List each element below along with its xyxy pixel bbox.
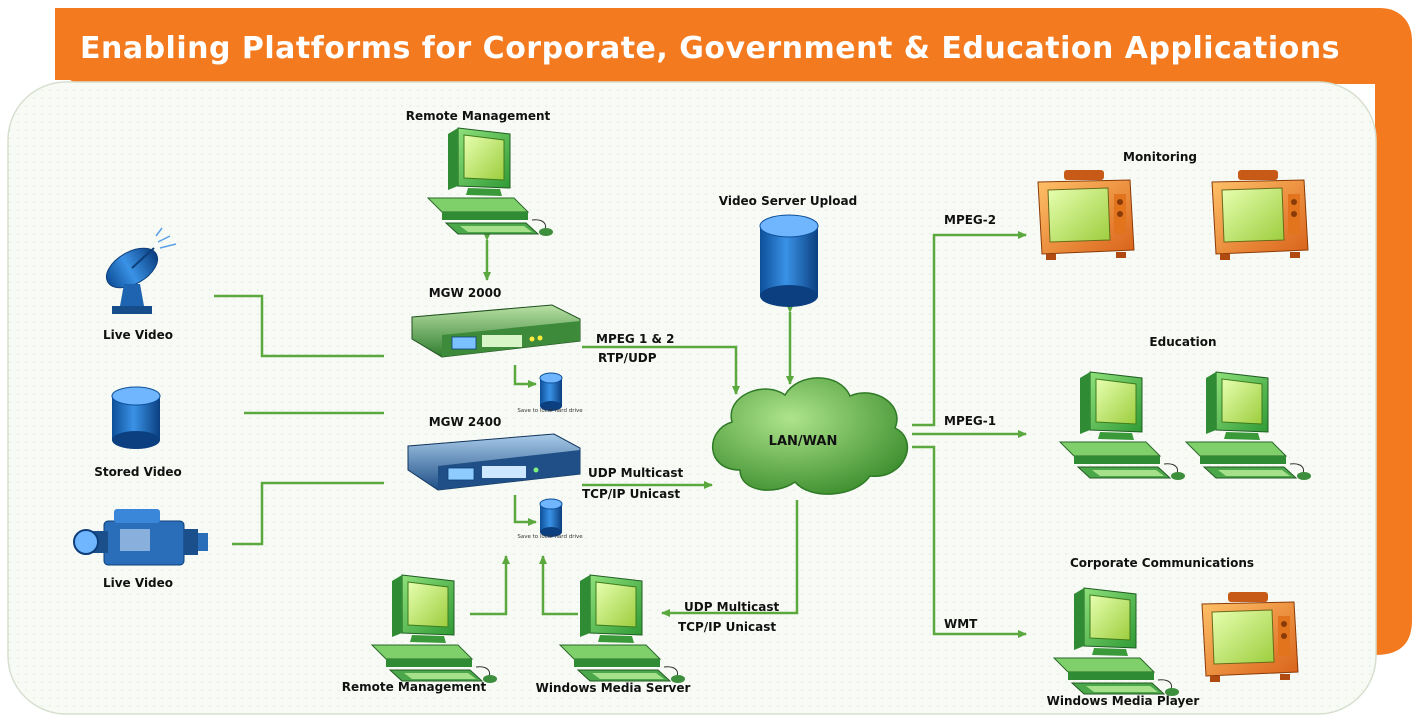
mgw2000-storage-link [513,365,537,388]
wms-link-label-2: TCP/IP Unicast [678,620,776,634]
output-mpeg2-label: MPEG-2 [944,213,996,227]
windows-media-player-label: Windows Media Player [1047,694,1200,708]
mgw2000-storage-icon [539,372,563,412]
mgw2000-cloud-link [582,345,740,395]
live-video-1-line [214,294,384,358]
video-server-cylinder-icon [759,214,819,307]
wmt-line [912,445,1027,638]
remote-management-top-label: Remote Management [406,109,551,123]
remote-bottom-link [470,555,510,616]
video-camera-icon [73,509,208,566]
mgw2400-link-label-1: UDP Multicast [588,466,683,480]
mgw2400-storage-icon [539,498,563,538]
mgw2000-label: MGW 2000 [429,286,502,300]
wms-mgw-link [539,555,578,616]
mgw2000-device-icon [411,304,581,358]
lan-wan-cloud-icon [711,377,909,495]
mgw2400-storage-link [513,495,537,526]
mgw2400-storage-label: Save to local hard drive [517,534,583,540]
live-video-2-line [232,481,384,546]
monitoring-label: Monitoring [1123,150,1197,164]
cloud-label: LAN/WAN [769,434,838,449]
mgw2000-storage-label: Save to local hard drive [517,408,583,414]
mgw2000-link-label-2: RTP/UDP [598,351,657,365]
source-label-3: Live Video [103,576,173,590]
page-title: Enabling Platforms for Corporate, Govern… [80,31,1340,66]
monitoring-tv-2-icon [1211,169,1309,261]
windows-media-server-label: Windows Media Server [536,681,691,695]
title-banner [55,8,1405,84]
database-icon [111,386,161,449]
monitoring-tv-1-icon [1037,169,1135,261]
remote-management-bottom-label: Remote Management [342,680,487,694]
mgw2400-link-label-2: TCP/IP Unicast [582,487,680,501]
education-label: Education [1149,335,1216,349]
cloud-wms-link [661,500,799,617]
output-mpeg1-label: MPEG-1 [944,414,996,428]
corporate-communications-label: Corporate Communications [1070,556,1254,570]
output-wmt-label: WMT [944,617,978,631]
source-label-2: Stored Video [94,465,182,479]
mgw2000-link-label-1: MPEG 1 & 2 [596,332,674,346]
panel-texture [8,82,1376,714]
wms-link-label-1: UDP Multicast [684,600,779,614]
mpeg2-line [912,231,1027,427]
satellite-dish-icon [105,227,177,314]
corporate-tv-icon [1201,591,1299,683]
video-server-upload-label: Video Server Upload [719,194,857,208]
mgw2400-label: MGW 2400 [429,415,502,429]
connectors [214,231,1027,638]
source-label-1: Live Video [103,328,173,342]
mgw2400-device-icon [407,433,581,491]
